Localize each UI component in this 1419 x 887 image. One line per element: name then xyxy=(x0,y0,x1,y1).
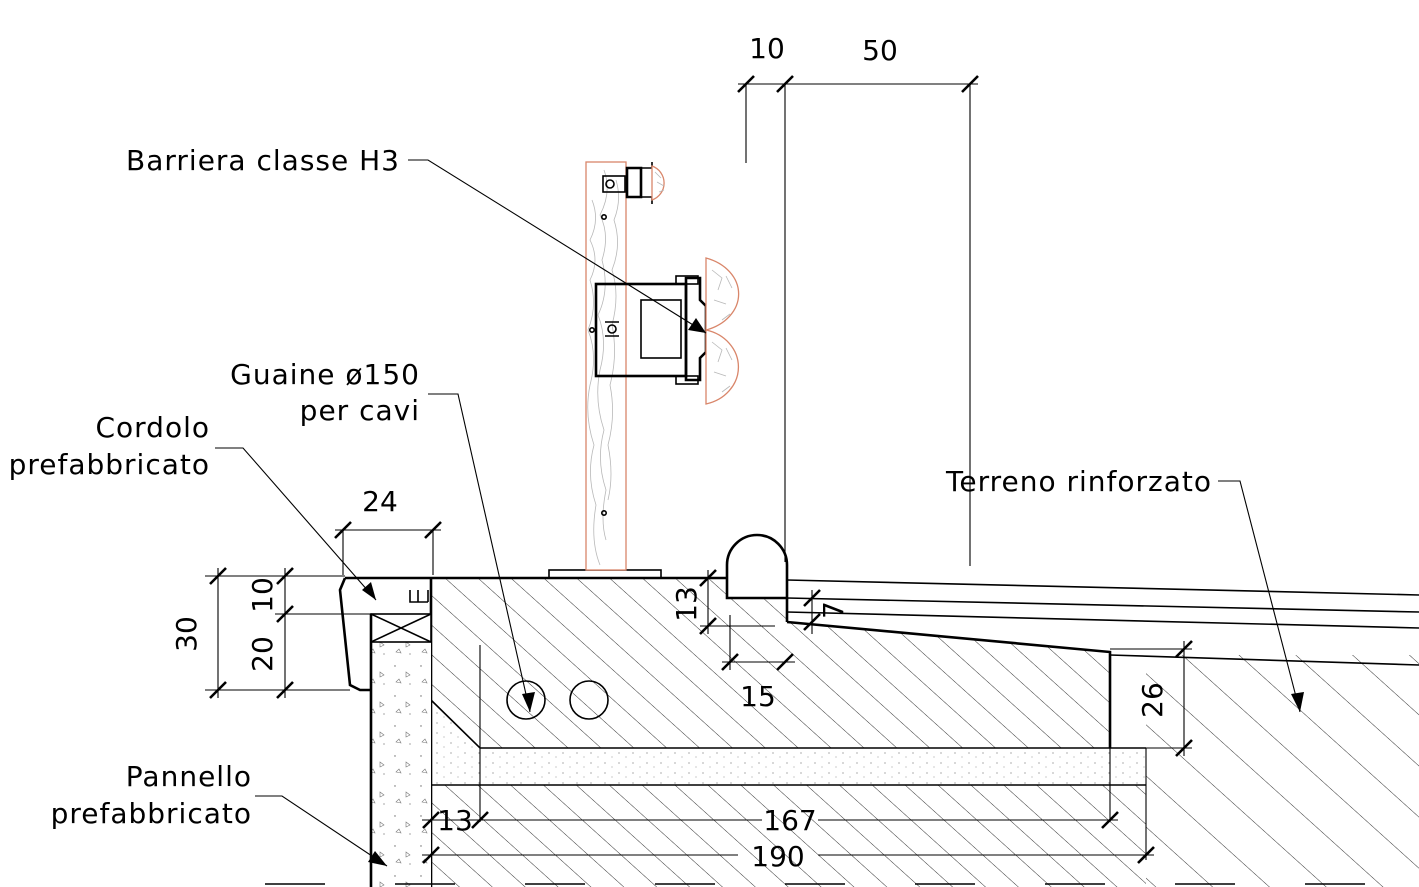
label-curb-line2: prefabbricato xyxy=(9,448,210,481)
prefab-panel xyxy=(369,613,432,887)
leader-lines xyxy=(215,159,1304,867)
dim-26: 26 xyxy=(1136,682,1169,718)
dimension-lines xyxy=(205,75,1193,864)
dim-30: 30 xyxy=(170,616,203,652)
label-barrier: Barriera classe H3 xyxy=(126,144,400,177)
dim-15: 15 xyxy=(740,680,776,713)
dim-7: 7 xyxy=(817,601,850,619)
dim-20-left: 20 xyxy=(246,636,279,672)
dim-13-mid: 13 xyxy=(670,586,703,622)
label-panel-line1: Pannello xyxy=(126,760,252,793)
label-panel-line2: prefabbricato xyxy=(51,797,252,830)
dim-50-top: 50 xyxy=(862,34,898,67)
dim-13-bottom: 13 xyxy=(437,804,473,837)
label-ducts-line1: Guaine ø150 xyxy=(230,358,420,391)
dim-167: 167 xyxy=(763,804,816,837)
concrete-slab xyxy=(430,576,1147,887)
dim-24: 24 xyxy=(362,485,398,518)
curb-bump xyxy=(725,533,789,622)
cable-ducts xyxy=(506,680,609,720)
reinforced-soil xyxy=(786,579,1419,887)
dim-190: 190 xyxy=(751,840,804,873)
dim-10-left: 10 xyxy=(246,577,279,613)
label-soil: Terreno rinforzato xyxy=(945,465,1212,498)
label-curb-line1: Cordolo xyxy=(95,411,210,444)
barrier-h3 xyxy=(548,161,740,579)
label-ducts-line2: per cavi xyxy=(300,394,420,427)
dim-10-top: 10 xyxy=(749,32,785,65)
